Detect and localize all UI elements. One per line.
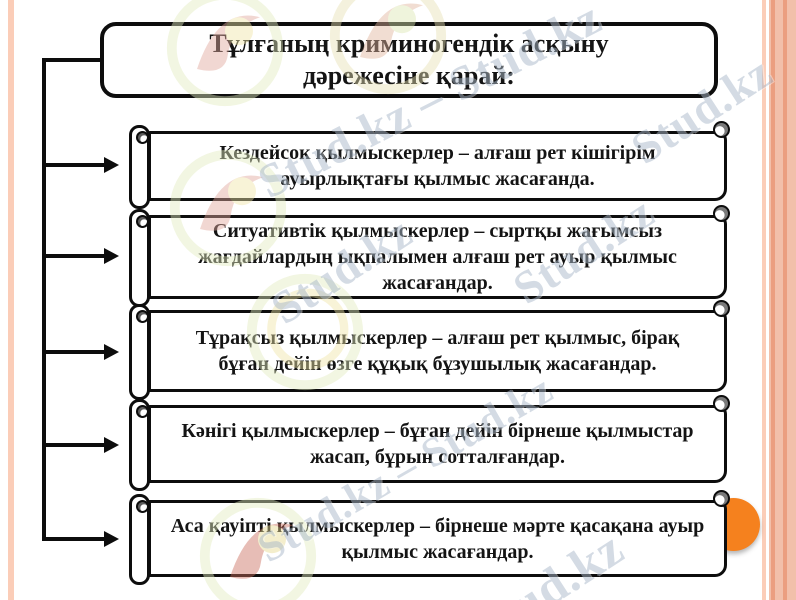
scroll-box-habitual-criminals: Кәнігі қылмыскерлер – бұған дейін бірнеш… — [129, 395, 730, 491]
page-title: Тұлғаның криминогендік асқыну дәрежесіне… — [209, 28, 609, 91]
scroll-body: Ситуативтік қылмыскерлер – сыртқы жағымс… — [148, 215, 727, 299]
scroll-box-casual-criminals: Кездейсок қылмыскерлер – алғаш рет кішіг… — [129, 121, 730, 209]
scroll-roll-edge — [129, 494, 150, 585]
scroll-curl-icon — [136, 215, 149, 228]
scroll-box-especially-dangerous-criminals: Аса қауіпті қылмыскерлер – бірнеше мәрте… — [129, 490, 730, 585]
scroll-corner-curl-icon — [713, 121, 730, 138]
scroll-text: Кездейсок қылмыскерлер – алғаш рет кішіг… — [219, 142, 656, 190]
arrowhead-icon — [104, 248, 119, 264]
scroll-curl-icon — [136, 405, 149, 418]
scroll-corner-curl-icon — [713, 395, 730, 412]
frame-stripe-right-thin — [762, 0, 766, 600]
frame-stripe-dark — [771, 0, 775, 600]
scroll-corner-curl-icon — [713, 300, 730, 317]
connector-title-link — [42, 58, 102, 62]
title-box: Тұлғаның криминогендік асқыну дәрежесіне… — [100, 22, 718, 98]
arrowhead-icon — [104, 157, 119, 173]
scroll-curl-icon — [136, 310, 149, 323]
frame-stripe-right-band — [769, 0, 796, 600]
arrowhead-icon — [104, 344, 119, 360]
connector-branch-5 — [42, 537, 106, 541]
scroll-text: Кәнігі қылмыскерлер – бұған дейін бірнеш… — [181, 420, 694, 468]
arrowhead-icon — [104, 437, 119, 453]
scroll-curl-icon — [136, 131, 149, 144]
arrowhead-icon — [104, 531, 119, 547]
connector-branch-4 — [42, 443, 106, 447]
scroll-body: Кәнігі қылмыскерлер – бұған дейін бірнеш… — [148, 405, 727, 483]
scroll-box-unstable-criminals: Тұрақсыз қылмыскерлер – алғаш рет қылмыс… — [129, 300, 730, 400]
connector-branch-1 — [42, 163, 106, 167]
scroll-roll-edge — [129, 125, 150, 209]
scroll-corner-curl-icon — [713, 205, 730, 222]
connector-branch-2 — [42, 254, 106, 258]
scroll-body: Тұрақсыз қылмыскерлер – алғаш рет қылмыс… — [148, 310, 727, 392]
connector-branch-3 — [42, 350, 106, 354]
scroll-corner-curl-icon — [713, 490, 730, 507]
connector-vertical-line — [42, 58, 46, 541]
scroll-box-situational-criminals: Ситуативтік қылмыскерлер – сыртқы жағымс… — [129, 205, 730, 307]
frame-stripe-dark — [783, 0, 787, 600]
scroll-text: Тұрақсыз қылмыскерлер – алғаш рет қылмыс… — [195, 327, 680, 375]
scroll-text: Ситуативтік қылмыскерлер – сыртқы жағымс… — [198, 220, 677, 294]
scroll-curl-icon — [136, 500, 149, 513]
scroll-roll-edge — [129, 209, 150, 307]
scroll-body: Аса қауіпті қылмыскерлер – бірнеше мәрте… — [148, 500, 727, 577]
scroll-text: Аса қауіпті қылмыскерлер – бірнеше мәрте… — [170, 514, 705, 563]
frame-stripe-left — [8, 0, 14, 600]
scroll-body: Кездейсок қылмыскерлер – алғаш рет кішіг… — [148, 131, 727, 201]
scroll-roll-edge — [129, 304, 150, 400]
scroll-roll-edge — [129, 399, 150, 491]
